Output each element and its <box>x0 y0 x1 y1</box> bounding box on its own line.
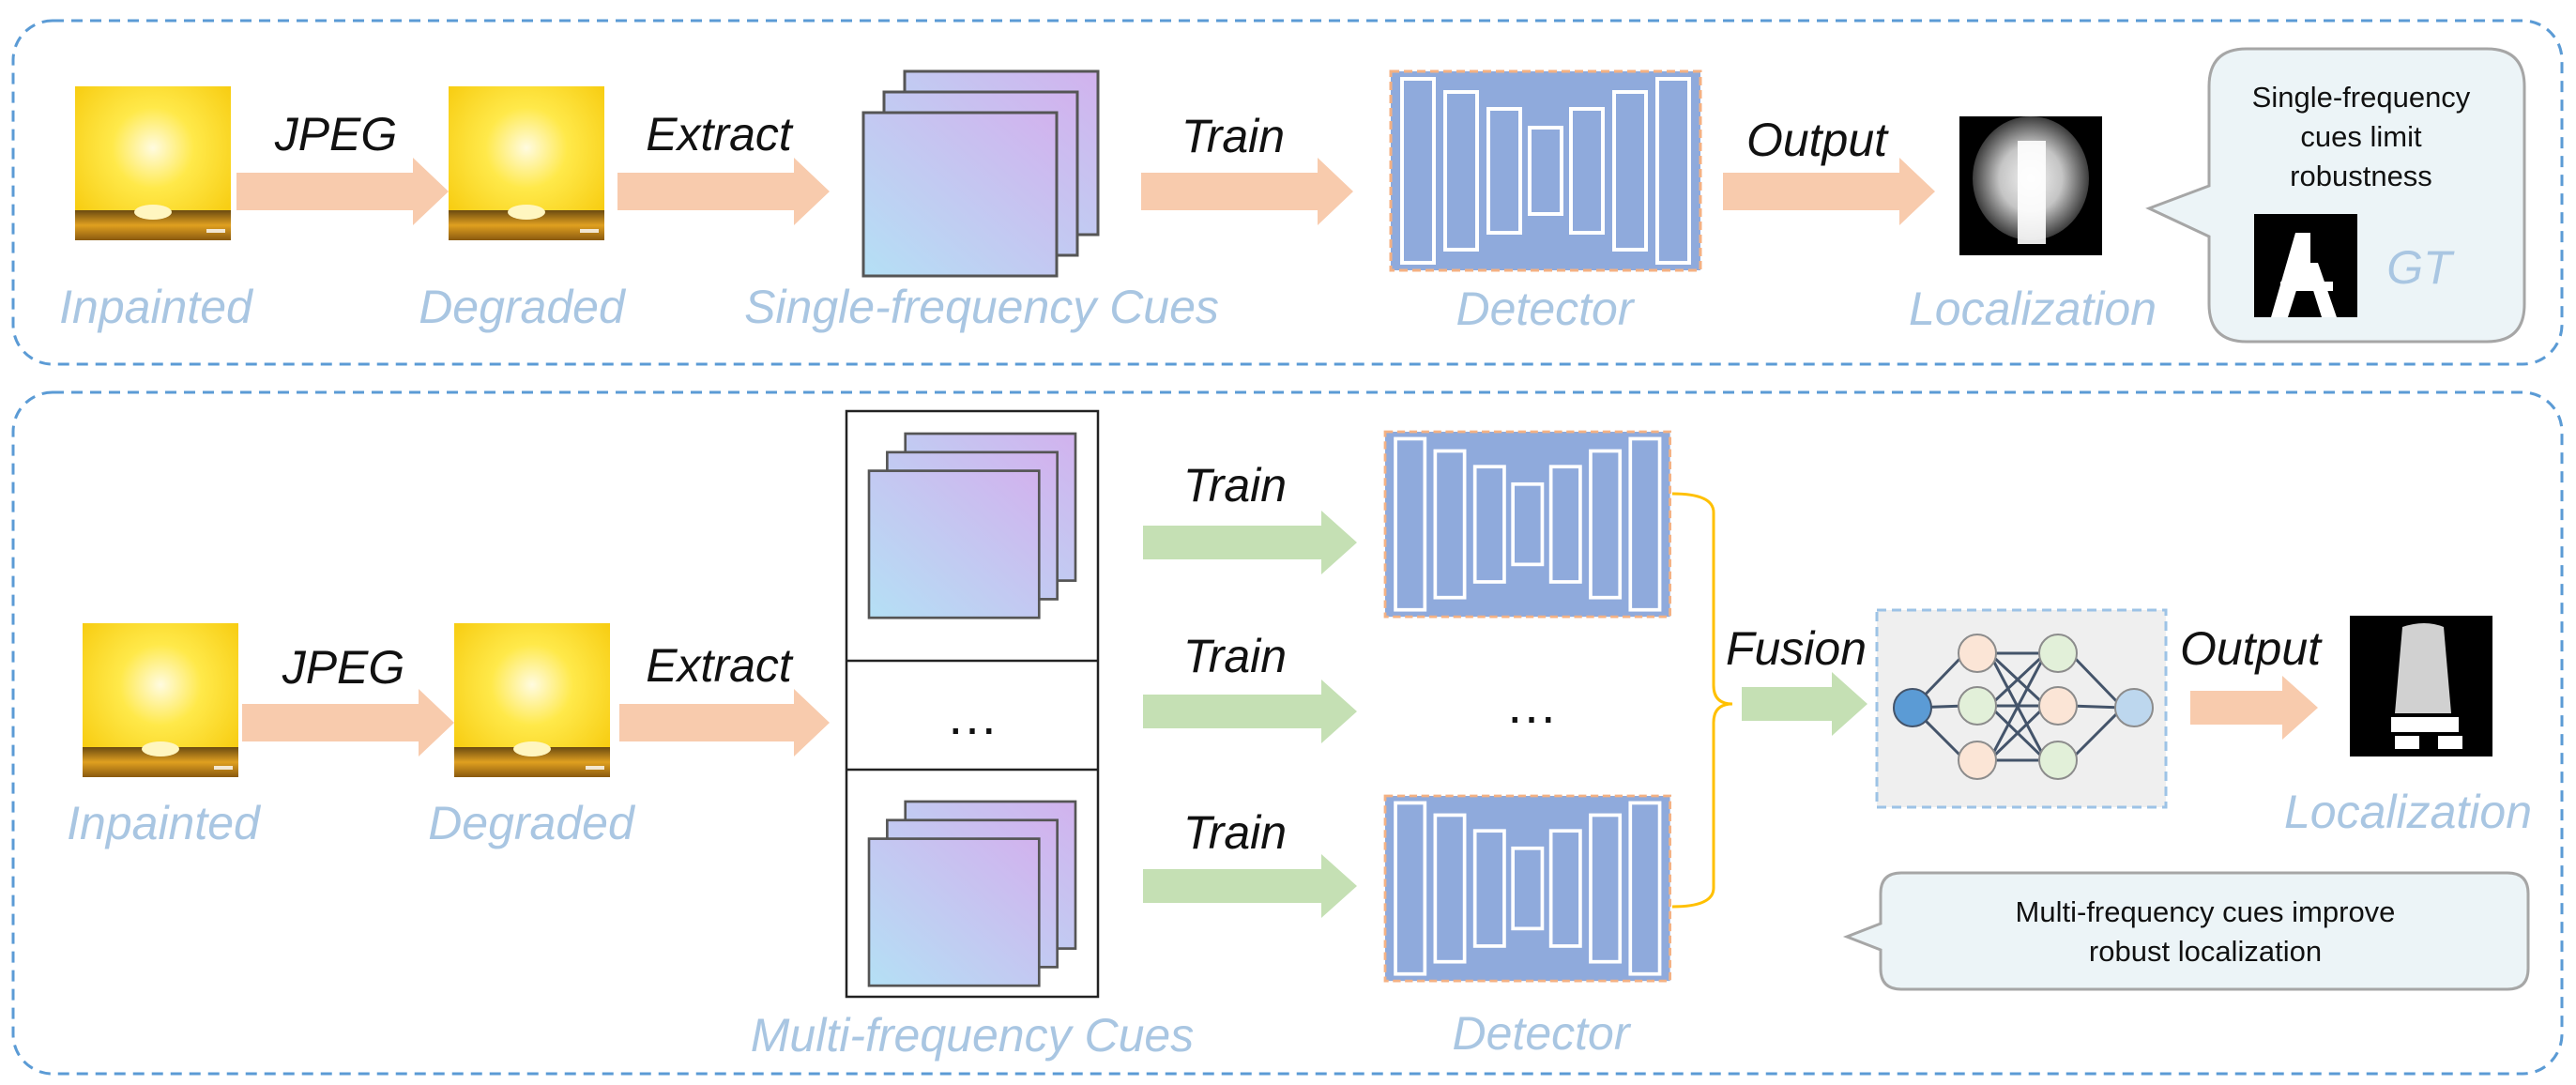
bubble-line-2: robust localization <box>2089 935 2322 968</box>
train-label: Train <box>1181 110 1285 162</box>
train-arrow-3 <box>1143 854 1357 918</box>
fusion-label: Fusion <box>1726 622 1867 675</box>
detector-network <box>1389 69 1702 272</box>
single-frequency-cue-stack <box>861 69 1100 278</box>
extract-arrow <box>617 158 830 225</box>
jpeg-label: JPEG <box>282 641 405 694</box>
detectors-ellipsis: … <box>1505 675 1558 734</box>
degraded-image <box>449 86 604 240</box>
train-arrow-2 <box>1143 680 1357 743</box>
jpeg-arrow <box>236 158 449 225</box>
output-label: Output <box>2180 622 2323 675</box>
localization-map <box>1959 116 2102 255</box>
degraded-label: Degraded <box>419 281 627 333</box>
degraded-image <box>454 623 610 777</box>
speech-bubble-improvement <box>1842 871 2530 991</box>
extract-arrow <box>619 689 830 756</box>
cue-stack-3 <box>867 800 1077 987</box>
detector-network-1 <box>1383 430 1672 619</box>
cues-label: Single-frequency Cues <box>744 281 1219 333</box>
fusion-arrow <box>1742 672 1867 736</box>
fusion-network <box>1875 608 2168 809</box>
inpainted-image <box>75 86 231 240</box>
inpainted-label: Inpainted <box>67 797 262 849</box>
jpeg-label: JPEG <box>274 108 398 160</box>
extract-label: Extract <box>646 108 794 160</box>
train-arrow-1 <box>1143 511 1357 574</box>
detector-network-3 <box>1383 794 1672 984</box>
cues-label: Multi-frequency Cues <box>751 1009 1194 1062</box>
jpeg-arrow <box>242 689 454 756</box>
speech-bubble-limitation <box>2145 47 2526 344</box>
cue-stack-1 <box>867 432 1077 619</box>
panel-multi-frequency <box>11 390 2564 1076</box>
cues-ellipsis: … <box>946 686 998 745</box>
panel-single-frequency <box>11 19 2564 366</box>
output-arrow <box>1723 158 1935 225</box>
degraded-label: Degraded <box>428 797 636 849</box>
extract-label: Extract <box>646 639 794 692</box>
output-arrow <box>2190 676 2318 740</box>
train-label-2: Train <box>1183 630 1287 682</box>
train-label-3: Train <box>1183 806 1287 859</box>
localization-map <box>2350 616 2492 756</box>
fusion-bracket <box>1671 492 1733 909</box>
localization-label: Localization <box>1909 283 2157 335</box>
bubble-line-3: robustness <box>2290 160 2432 192</box>
gt-label: GT <box>2386 241 2455 294</box>
bubble-line-1: Single-frequency <box>2252 81 2471 114</box>
detector-label: Detector <box>1456 283 1636 335</box>
ground-truth-mask <box>2254 214 2357 317</box>
output-label: Output <box>1746 114 1889 166</box>
train-label-1: Train <box>1183 459 1287 512</box>
train-arrow <box>1141 158 1353 225</box>
inpainted-label: Inpainted <box>59 281 254 333</box>
inpainted-image <box>83 623 238 777</box>
localization-label: Localization <box>2284 786 2532 838</box>
detector-label: Detector <box>1453 1007 1632 1060</box>
bubble-line-1: Multi-frequency cues improve <box>2016 895 2396 928</box>
bubble-line-2: cues limit <box>2300 120 2422 153</box>
